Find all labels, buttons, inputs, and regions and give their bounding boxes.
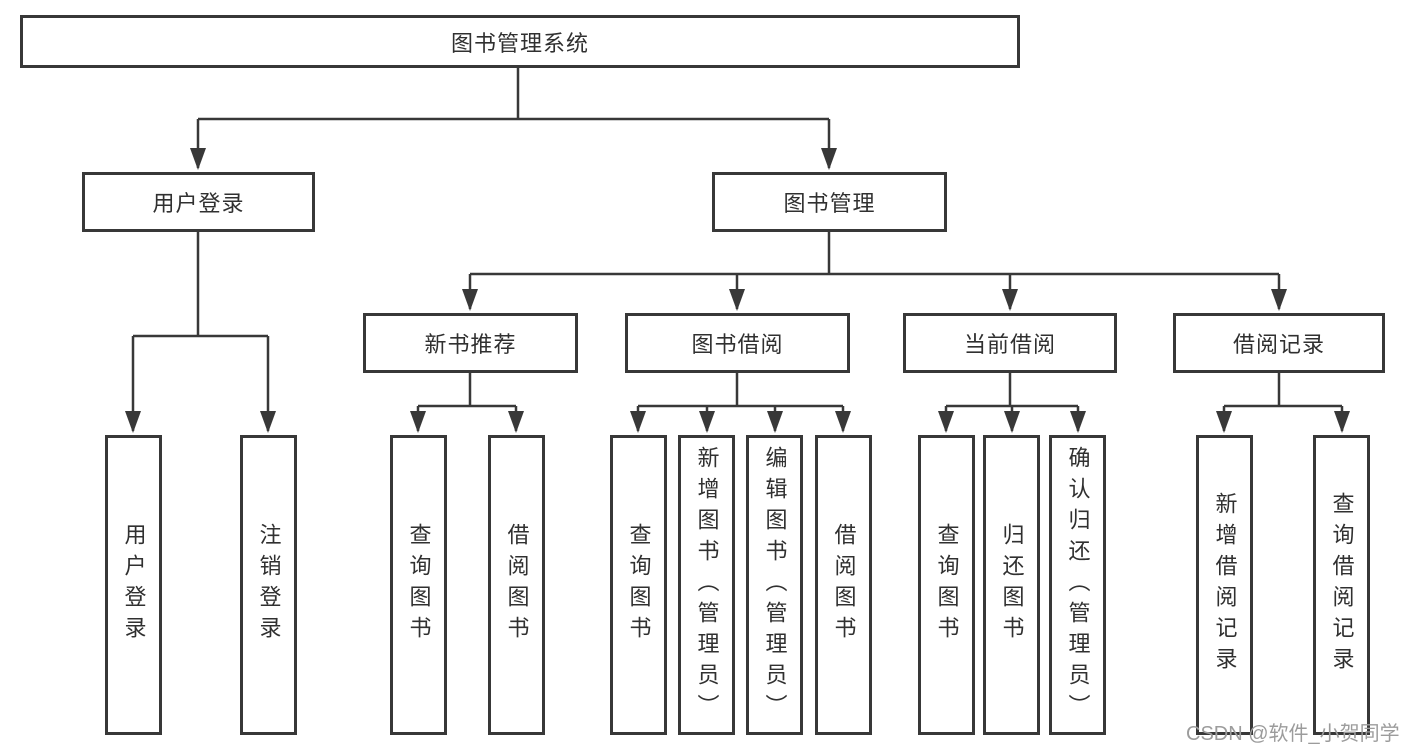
leaf-bb-borrow-books-label: 借阅图书: [831, 523, 857, 647]
leaf-rec-borrow-books-label: 借阅图书: [504, 523, 530, 647]
leaf-br-add-record: 新增借阅记录: [1196, 435, 1253, 735]
node-book-borrowing-label: 图书借阅: [691, 332, 784, 357]
node-borrowing-records-label: 借阅记录: [1232, 332, 1325, 357]
leaf-bb-query-books-label: 查询图书: [626, 523, 652, 647]
leaf-user-login-label: 用户登录: [121, 523, 147, 647]
leaf-bb-edit-books-admin-label: 编辑图书（管理员）: [762, 445, 788, 725]
node-book-borrowing: 图书借阅: [625, 313, 850, 373]
leaf-cb-return-books-label: 归还图书: [999, 523, 1025, 647]
leaf-rec-borrow-books: 借阅图书: [488, 435, 545, 735]
leaf-br-query-record: 查询借阅记录: [1313, 435, 1370, 735]
leaf-bb-edit-books-admin: 编辑图书（管理员）: [746, 435, 803, 735]
leaf-cb-query-books-label: 查询图书: [934, 523, 960, 647]
leaf-logout: 注销登录: [240, 435, 297, 735]
node-book-management: 图书管理: [712, 172, 947, 232]
leaf-br-add-record-label: 新增借阅记录: [1212, 492, 1238, 678]
leaf-rec-query-books-label: 查询图书: [406, 523, 432, 647]
leaf-bb-add-books-admin: 新增图书（管理员）: [678, 435, 735, 735]
leaf-bb-query-books: 查询图书: [610, 435, 667, 735]
node-new-book-recommend: 新书推荐: [363, 313, 578, 373]
node-root-label: 图书管理系统: [450, 30, 589, 56]
node-root: 图书管理系统: [20, 15, 1020, 68]
node-borrowing-records: 借阅记录: [1173, 313, 1385, 373]
leaf-logout-label: 注销登录: [256, 523, 282, 647]
connector-trunks: [133, 68, 1342, 408]
leaf-cb-confirm-return-admin-label: 确认归还（管理员）: [1065, 445, 1091, 725]
csdn-watermark: CSDN @软件_小贺同学: [1186, 723, 1400, 745]
node-new-book-recommend-label: 新书推荐: [424, 332, 517, 357]
node-user-login-label: 用户登录: [152, 191, 245, 216]
leaf-br-query-record-label: 查询借阅记录: [1329, 492, 1355, 678]
node-current-borrowing: 当前借阅: [903, 313, 1117, 373]
leaf-rec-query-books: 查询图书: [390, 435, 447, 735]
node-current-borrowing-label: 当前借阅: [963, 332, 1056, 357]
leaf-user-login: 用户登录: [105, 435, 162, 735]
leaf-cb-confirm-return-admin: 确认归还（管理员）: [1049, 435, 1106, 735]
leaf-bb-add-books-admin-label: 新增图书（管理员）: [694, 445, 720, 725]
leaf-cb-query-books: 查询图书: [918, 435, 975, 735]
leaf-bb-borrow-books: 借阅图书: [815, 435, 872, 735]
node-user-login: 用户登录: [82, 172, 315, 232]
node-book-management-label: 图书管理: [783, 191, 876, 216]
leaf-cb-return-books: 归还图书: [983, 435, 1040, 735]
